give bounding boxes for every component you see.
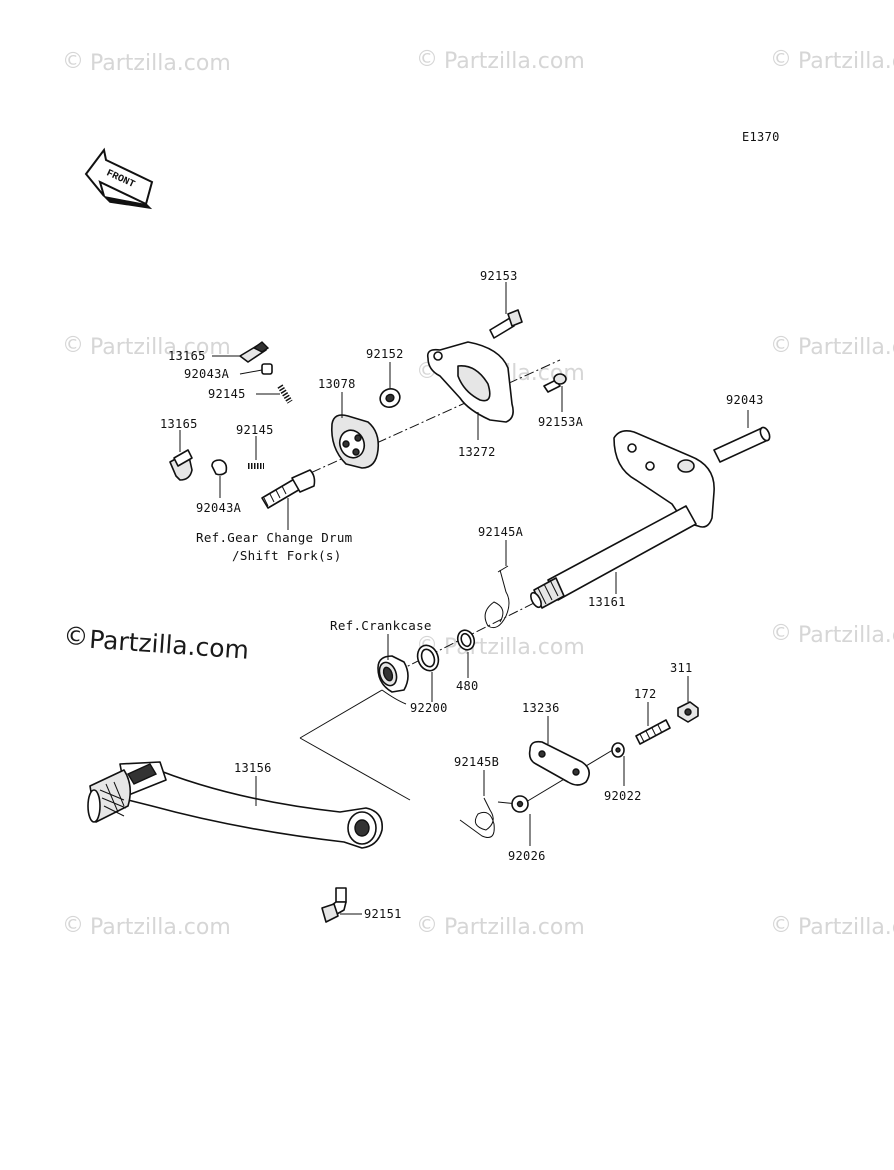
label-92043[interactable]: 92043	[726, 393, 764, 407]
washer-92022-icon	[611, 742, 625, 758]
label-92200[interactable]: 92200	[410, 701, 448, 715]
cam-13078-icon	[330, 414, 380, 469]
svg-text:©: ©	[770, 621, 792, 646]
pawl-13165-bottom-icon	[169, 449, 193, 481]
front-arrow-icon: FRONT	[84, 147, 154, 210]
label-92022[interactable]: 92022	[604, 789, 642, 803]
svg-text:Partzilla.com: Partzilla.com	[798, 335, 894, 360]
label-13272[interactable]: 13272	[458, 445, 496, 459]
ref-shift-forks[interactable]: /Shift Fork(s)	[232, 548, 342, 563]
spring-92145a-icon	[484, 565, 510, 629]
pedal-bracket-lines	[299, 689, 411, 801]
label-92151[interactable]: 92151	[364, 907, 402, 921]
washer-92026-icon	[511, 795, 529, 813]
svg-text:Partzilla.com: Partzilla.com	[88, 625, 250, 665]
svg-text:Partzilla.com: Partzilla.com	[444, 49, 585, 74]
watermark-6: ©Partzilla.com	[770, 333, 894, 360]
ref-crankcase[interactable]: Ref.Crankcase	[330, 618, 432, 633]
watermark-10: ©Partzilla.com	[416, 913, 585, 940]
washer-92152-icon	[379, 388, 401, 408]
nut-311-icon	[677, 701, 699, 723]
label-311[interactable]: 311	[670, 661, 693, 675]
watermark-1: ©Partzilla.com	[62, 49, 231, 76]
svg-text:Partzilla.com: Partzilla.com	[90, 51, 231, 76]
link-plate-13236-icon	[528, 740, 590, 786]
svg-text:©: ©	[770, 333, 792, 358]
label-13165-top[interactable]: 13165	[168, 349, 206, 363]
svg-text:Partzilla.com: Partzilla.com	[90, 335, 231, 360]
watermark-7: ©Partzilla.com	[416, 633, 585, 660]
stud-172-icon	[635, 719, 671, 745]
pin-92043-icon	[713, 426, 771, 463]
label-13078[interactable]: 13078	[318, 377, 356, 391]
part-labels: 92153 13165 92043A 92145 92152 13078 921…	[160, 269, 764, 921]
label-172[interactable]: 172	[634, 687, 657, 701]
label-92153[interactable]: 92153	[480, 269, 518, 283]
label-92145-top[interactable]: 92145	[208, 387, 246, 401]
shift-pedal-13156-icon	[87, 761, 383, 849]
label-13165-bottom[interactable]: 13165	[160, 417, 198, 431]
label-92043a-bottom[interactable]: 92043A	[196, 501, 242, 515]
label-92153a[interactable]: 92153A	[538, 415, 584, 429]
screw-92153a-icon	[543, 373, 567, 393]
pawl-13165-top-icon	[239, 341, 270, 363]
watermark-11: ©Partzilla.com	[770, 913, 894, 940]
oil-seal-icon	[377, 655, 409, 693]
svg-text:©: ©	[62, 49, 84, 74]
label-92026[interactable]: 92026	[508, 849, 546, 863]
label-92043a-top[interactable]: 92043A	[184, 367, 230, 381]
label-92152[interactable]: 92152	[366, 347, 404, 361]
diagram-code: E1370	[742, 130, 780, 144]
washer-92200-icon	[416, 644, 440, 672]
shift-shaft-13161-icon	[530, 430, 715, 609]
svg-text:Partzilla.com: Partzilla.com	[444, 915, 585, 940]
label-13161[interactable]: 13161	[588, 595, 626, 609]
circlip-480-icon	[456, 629, 476, 651]
pin-92043a-top-icon	[261, 363, 273, 375]
pin-92043a-bottom-icon	[211, 459, 228, 476]
watermark-3: ©Partzilla.com	[770, 47, 894, 74]
watermark-8: ©Partzilla.com	[770, 621, 894, 648]
label-92145-mid[interactable]: 92145	[236, 423, 274, 437]
svg-text:©: ©	[770, 47, 792, 72]
label-92145b[interactable]: 92145B	[454, 755, 499, 769]
watermark-4: ©Partzilla.com	[62, 333, 231, 360]
svg-text:©: ©	[416, 913, 438, 938]
svg-text:©: ©	[416, 47, 438, 72]
watermark-2: ©Partzilla.com	[416, 47, 585, 74]
svg-text:©: ©	[62, 913, 84, 938]
watermark-9: ©Partzilla.com	[62, 913, 231, 940]
spring-92145-top-icon	[277, 384, 293, 404]
svg-text:©: ©	[62, 333, 84, 358]
svg-text:Partzilla.com: Partzilla.com	[90, 915, 231, 940]
drum-shaft-icon	[261, 469, 316, 509]
label-480[interactable]: 480	[456, 679, 479, 693]
partzilla-watermark: © Partzilla.com	[62, 621, 250, 665]
plate-13272-icon	[426, 341, 514, 423]
label-92145a[interactable]: 92145A	[478, 525, 524, 539]
ref-gear-change-drum[interactable]: Ref.Gear Change Drum	[196, 530, 353, 545]
label-13236[interactable]: 13236	[522, 701, 560, 715]
bolt-92151-icon	[321, 887, 347, 923]
spring-92145b-icon	[459, 797, 495, 838]
label-13156[interactable]: 13156	[234, 761, 272, 775]
svg-text:©: ©	[62, 621, 89, 652]
svg-text:Partzilla.com: Partzilla.com	[798, 915, 894, 940]
bolt-92153-icon	[489, 309, 523, 339]
svg-text:Partzilla.com: Partzilla.com	[798, 623, 894, 648]
svg-text:©: ©	[770, 913, 792, 938]
svg-text:Partzilla.com: Partzilla.com	[798, 49, 894, 74]
